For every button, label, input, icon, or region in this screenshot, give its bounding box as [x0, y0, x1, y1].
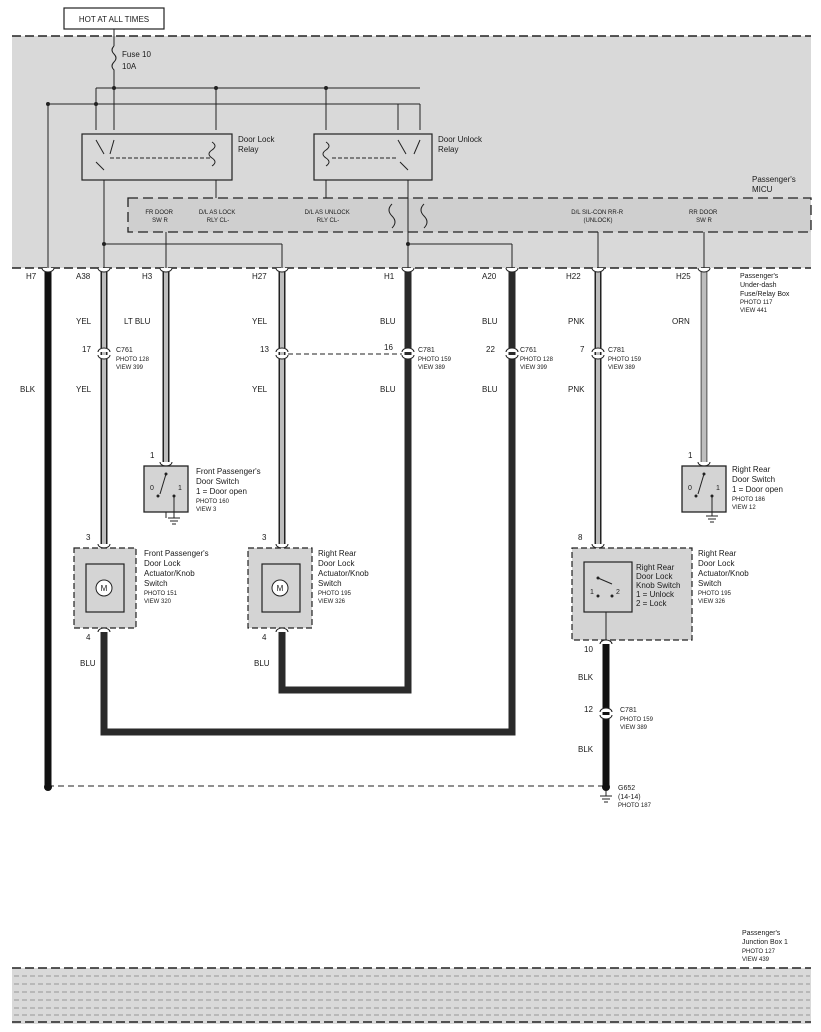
door-lock-relay-label: Door Lock Relay: [238, 135, 277, 154]
knob-switch-pin-bot: 10: [584, 645, 593, 654]
door-unlock-relay-label: Door Unlock Relay: [438, 135, 484, 154]
svg-text:YEL: YEL: [252, 385, 268, 394]
junction-box-area: [12, 968, 811, 1024]
ground-splice-left: [44, 783, 52, 791]
micu-signal-unlock-rly: D/L AS UNLOCK RLY CL-: [305, 210, 352, 224]
micu-label: Passenger's MICU: [752, 175, 798, 194]
svg-text:H27: H27: [252, 272, 267, 281]
fp-switch-pin: 1: [150, 451, 155, 460]
fp-switch-label: Front Passenger's Door Switch 1 = Door o…: [196, 467, 263, 513]
svg-text:H22: H22: [566, 272, 581, 281]
knob-switch-pos-1: 1: [590, 589, 594, 596]
svg-text:BLU: BLU: [380, 385, 396, 394]
hot-label: HOT AT ALL TIMES: [79, 15, 149, 24]
svg-text:H3: H3: [142, 272, 153, 281]
ground-splice-right: [602, 783, 610, 791]
junction-box-hatch: [14, 975, 810, 1016]
wire-color-labels: YEL LT BLU YEL BLU BLU PNK ORN BLK YEL Y…: [20, 317, 690, 754]
svg-text:H7: H7: [26, 272, 37, 281]
terminal-connectors: [41, 267, 711, 273]
fp-actuator-pin-top: 3: [86, 533, 91, 542]
rr-switch-pos-1: 1: [716, 485, 720, 492]
svg-text:BLK: BLK: [578, 745, 594, 754]
svg-text:PNK: PNK: [568, 385, 585, 394]
fuse-symbol: [111, 45, 117, 88]
fp-actuator-pin-bot: 4: [86, 633, 91, 642]
micu-signal-fr-door: FR DOOR SW R: [145, 210, 174, 224]
svg-text:H25: H25: [676, 272, 691, 281]
c761-label-a: C761 PHOTO 128 VIEW 399: [116, 347, 151, 371]
right-rear-knob-switch: [571, 543, 693, 645]
c781-label-c: C781 PHOTO 159 VIEW 389: [620, 707, 655, 731]
svg-text:BLU: BLU: [380, 317, 396, 326]
svg-text:A38: A38: [76, 272, 91, 281]
rr-switch-label: Right Rear Door Switch 1 = Door open PHO…: [732, 465, 785, 511]
svg-text:BLU: BLU: [482, 385, 498, 394]
c781-label-a: C781 PHOTO 159 VIEW 389: [418, 347, 453, 371]
svg-text:BLK: BLK: [578, 673, 594, 682]
junction-box-label: Passenger's Junction Box 1 PHOTO 127 VIE…: [742, 930, 790, 963]
wire-blu-a20: [100, 268, 516, 736]
pin-16: 16: [384, 343, 393, 352]
micu-signal-lock-rly: D/L AS LOCK RLY CL-: [199, 210, 237, 224]
motor-icon: [271, 579, 289, 597]
svg-text:A20: A20: [482, 272, 497, 281]
svg-text:YEL: YEL: [252, 317, 268, 326]
fuse-label: Fuse 10 10A: [122, 50, 153, 71]
fp-actuator-label: Front Passenger's Door Lock Actuator/Kno…: [144, 549, 211, 605]
c761-label-b: C761 PHOTO 128 VIEW 399: [520, 347, 555, 371]
door-unlock-relay: [313, 133, 433, 198]
fp-switch-pos-1: 1: [178, 485, 182, 492]
pin-13: 13: [260, 345, 269, 354]
pin-12: 12: [584, 705, 593, 714]
svg-text:BLU: BLU: [482, 317, 498, 326]
wire-blu-h1: [278, 268, 412, 694]
svg-text:LT BLU: LT BLU: [124, 317, 151, 326]
svg-text:BLK: BLK: [20, 385, 36, 394]
ground-label: G652 (14-14) PHOTO 187: [618, 785, 652, 809]
door-lock-relay: [81, 133, 233, 198]
rr-switch-pin: 1: [688, 451, 693, 460]
motor-icon: [95, 579, 113, 597]
svg-text:ORN: ORN: [672, 317, 690, 326]
rr-actuator-motor: M: [277, 584, 284, 593]
rr-actuator-pin-top: 3: [262, 533, 267, 542]
pin-17: 17: [82, 345, 91, 354]
pin-7: 7: [580, 345, 585, 354]
terminal-labels: H7 A38 H3 H27 H1 A20 H22 H25: [26, 272, 691, 281]
svg-text:H1: H1: [384, 272, 395, 281]
svg-text:PNK: PNK: [568, 317, 585, 326]
front-passenger-actuator: [73, 543, 137, 633]
svg-text:BLU: BLU: [254, 659, 270, 668]
fp-switch-pos-0: 0: [150, 485, 154, 492]
micu-signal-rr-door: RR DOOR SW R: [689, 210, 719, 224]
svg-text:BLU: BLU: [80, 659, 96, 668]
micu-signal-silcon: D/L SIL-CON RR-R (UNLOCK): [571, 210, 624, 224]
c781-label-b: C781 PHOTO 159 VIEW 389: [608, 347, 643, 371]
rr-actuator-label: Right Rear Door Lock Actuator/Knob Switc…: [318, 549, 371, 605]
right-rear-door-switch: [681, 461, 727, 523]
knob-switch-outer-label: Right Rear Door Lock Actuator/Knob Switc…: [698, 549, 751, 605]
rr-switch-pos-0: 0: [688, 485, 692, 492]
ground-g652-icon: [600, 791, 612, 803]
knob-switch-pin-top: 8: [578, 533, 583, 542]
knob-switch-inner-label: Right Rear Door Lock Knob Switch 1 = Unl…: [636, 563, 683, 608]
pin-22: 22: [486, 345, 495, 354]
rr-actuator-pin-bot: 4: [262, 633, 267, 642]
knob-switch-pos-2: 2: [616, 589, 620, 596]
fuse-box-label: Passenger's Under-dash Fuse/Relay Box PH…: [740, 273, 791, 314]
svg-text:YEL: YEL: [76, 385, 92, 394]
right-rear-actuator: [247, 543, 313, 633]
inline-connectors: [97, 347, 613, 720]
power-bus: [47, 87, 421, 268]
micu-box: [127, 197, 812, 233]
svg-text:YEL: YEL: [76, 317, 92, 326]
fp-actuator-motor: M: [101, 584, 108, 593]
